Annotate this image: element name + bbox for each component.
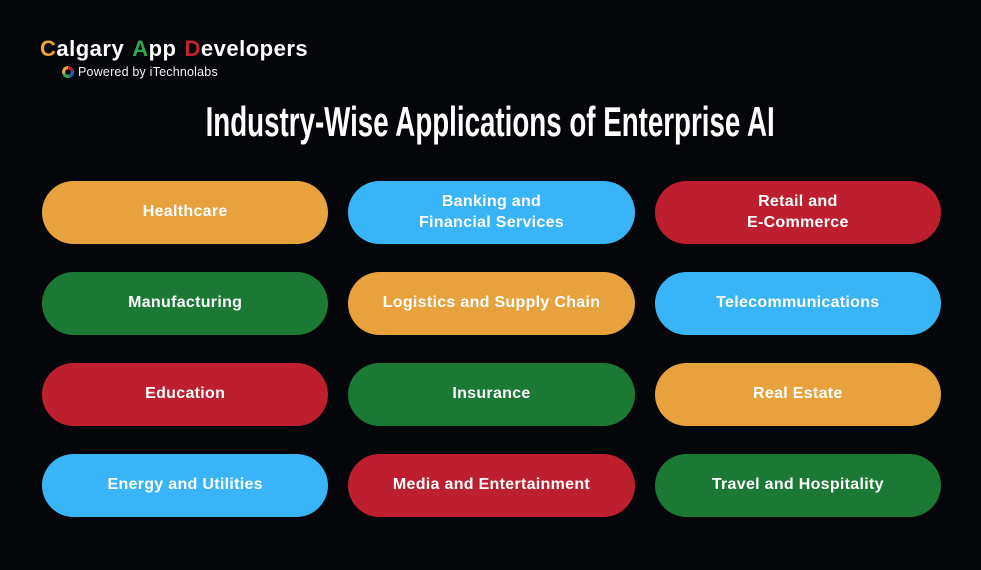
industry-pill-label: Telecommunications (716, 294, 880, 312)
brand-rest-evelopers: evelopers (200, 36, 309, 61)
industry-pill-label: Travel and Hospitality (711, 476, 884, 494)
title-container: Industry-Wise Applications of Enterprise… (0, 98, 981, 146)
industry-pill-telecommunications: Telecommunications (654, 272, 941, 335)
industry-pill-healthcare: Healthcare (42, 181, 329, 244)
brand-word-app: App (132, 36, 176, 61)
brand-initial-c: C (40, 36, 57, 61)
industry-pill-banking-financial-services: Banking and Financial Services (348, 181, 635, 244)
industry-pill-energy-utilities: Energy and Utilities (42, 454, 329, 517)
industry-pill-real-estate: Real Estate (654, 363, 941, 426)
industry-pill-insurance: Insurance (348, 363, 635, 426)
industry-pill-retail-ecommerce: Retail and E-Commerce (654, 181, 941, 244)
industry-pill-label: Energy and Utilities (107, 476, 263, 494)
brand-rest-pp: pp (148, 36, 177, 61)
industry-pill-travel-hospitality: Travel and Hospitality (654, 454, 941, 517)
industry-pill-education: Education (42, 363, 329, 426)
industry-pill-label: Banking and Financial Services (418, 192, 565, 231)
itechnolabs-logo-icon (62, 66, 74, 78)
brand-word-developers: Developers (185, 36, 309, 61)
industry-pill-media-entertainment: Media and Entertainment (348, 454, 635, 517)
industries-grid: Healthcare Banking and Financial Service… (42, 181, 941, 517)
industry-pill-manufacturing: Manufacturing (42, 272, 329, 335)
brand-initial-a: A (132, 36, 149, 61)
brand-word-calgary: Calgary (40, 36, 124, 61)
brand-rest-algary: algary (56, 36, 125, 61)
industry-pill-label: Insurance (452, 385, 531, 403)
industry-pill-label: Manufacturing (128, 294, 243, 312)
powered-by-tagline: Powered by iTechnolabs (62, 65, 308, 79)
calgary-app-developers-logo: Calgary App Developers Powered by iTechnol… (40, 36, 308, 79)
industry-pill-label: Retail and E-Commerce (746, 192, 849, 231)
industry-pill-label: Media and Entertainment (392, 476, 591, 494)
industry-pill-label: Education (145, 385, 226, 403)
industry-pill-logistics-supply-chain: Logistics and Supply Chain (348, 272, 635, 335)
industry-pill-label: Real Estate (753, 385, 843, 403)
industry-pill-label: Healthcare (142, 203, 228, 221)
industry-pill-label: Logistics and Supply Chain (382, 294, 601, 312)
page-title: Industry-Wise Applications of Enterprise… (205, 98, 776, 145)
brand-initial-d: D (184, 36, 201, 61)
brand-name: Calgary App Developers (40, 36, 308, 62)
powered-by-tagline-text: Powered by iTechnolabs (78, 65, 218, 79)
